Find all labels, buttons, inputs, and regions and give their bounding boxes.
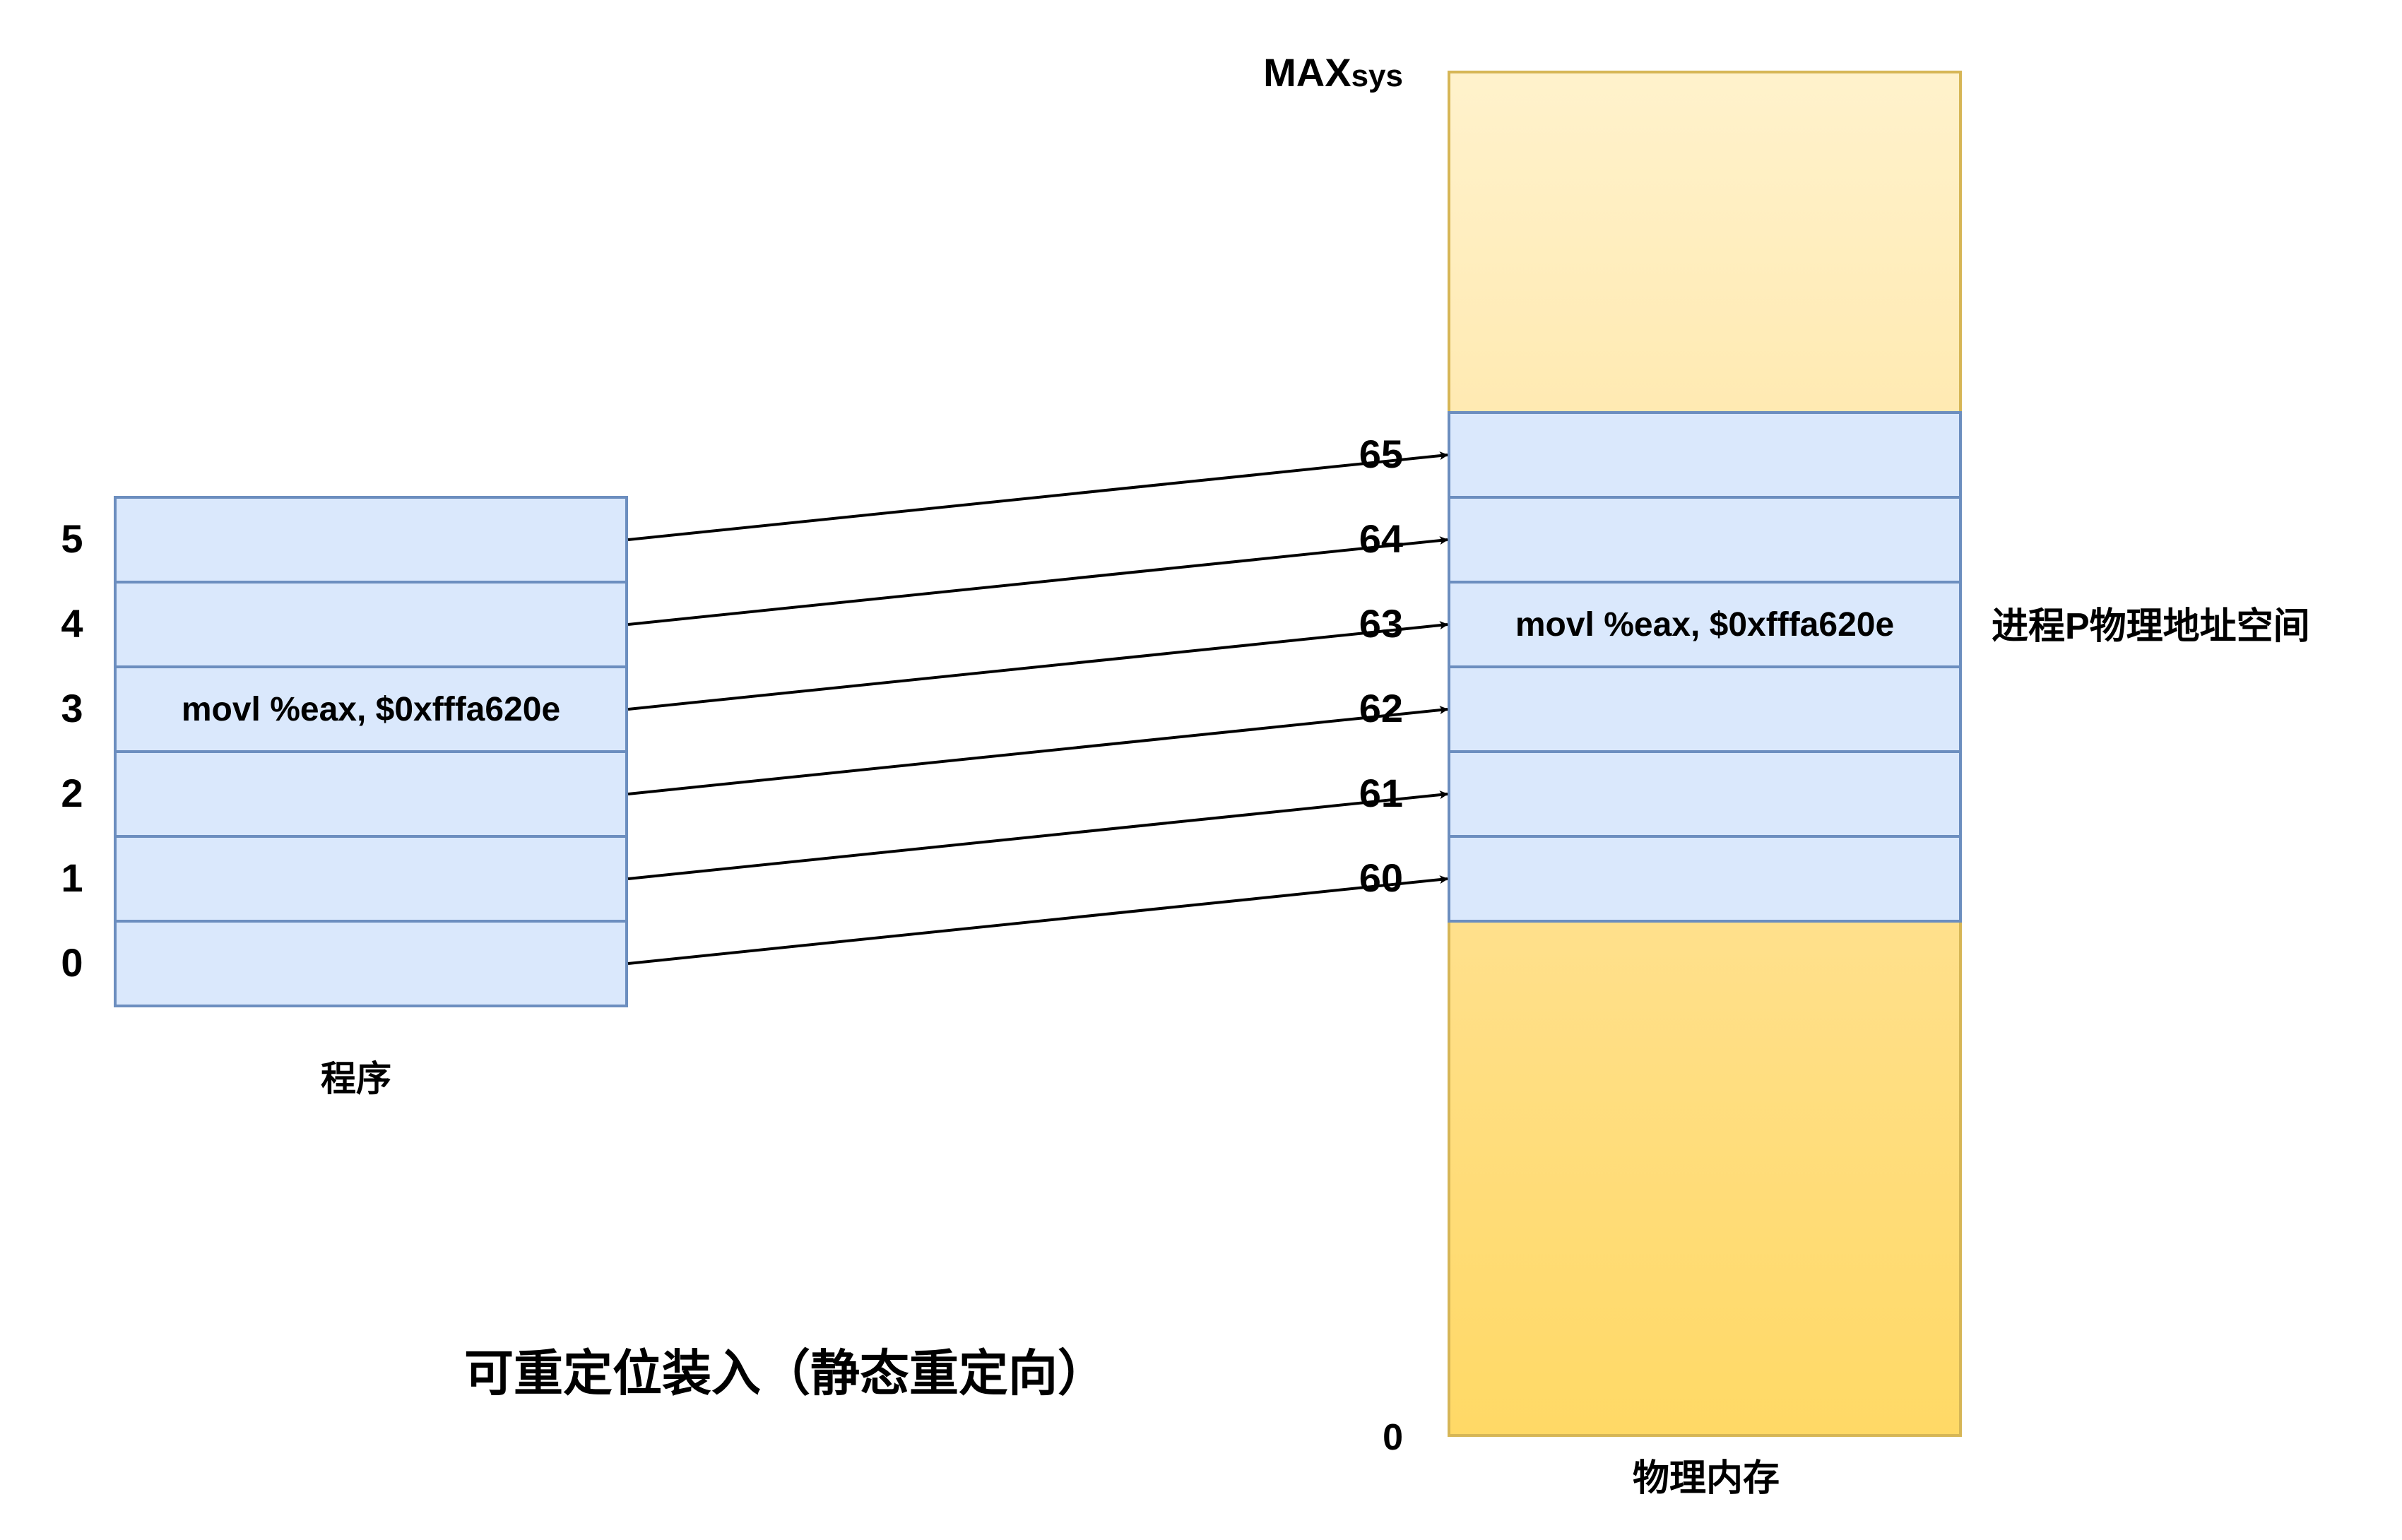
diagram-title: 可重定位装入（静态重定向） <box>464 1346 1107 1401</box>
program-cell <box>114 750 628 838</box>
program-row-index: 5 <box>61 516 83 561</box>
mapping-arrow <box>627 706 1448 795</box>
memory-upper-free-region <box>1448 71 1962 414</box>
process-region-label: 进程P物理地址空间 <box>1992 606 2310 647</box>
memory-caption: 物理内存 <box>1633 1458 1780 1499</box>
mapping-arrow <box>627 875 1448 965</box>
program-block: 0 1 2 3 movl %eax, $0xfffa620e 4 5 <box>61 496 628 1007</box>
memory-address-label: 62 <box>1359 686 1403 730</box>
mapping-arrows <box>627 451 1448 965</box>
memory-cell <box>1448 750 1962 838</box>
program-row-index: 3 <box>61 686 83 730</box>
program-cell <box>114 835 628 923</box>
program-cell <box>114 665 628 753</box>
program-row-index: 0 <box>61 940 83 985</box>
memory-address-label: 61 <box>1359 771 1403 815</box>
mapping-arrow <box>627 790 1448 880</box>
memory-address-label: 60 <box>1359 855 1403 900</box>
memory-address-label: 63 <box>1359 601 1403 646</box>
memory-address-label: 65 <box>1359 432 1403 476</box>
mapping-arrow <box>627 536 1448 626</box>
memory-lower-free-region <box>1448 920 1962 1437</box>
memory-cell <box>1448 496 1962 584</box>
program-cell <box>114 920 628 1007</box>
memory-cell <box>1448 665 1962 753</box>
program-row-index: 2 <box>61 771 83 815</box>
memory-address-label: 64 <box>1359 516 1403 561</box>
process-memory-block: 60 61 62 63 movl %eax, $0xfffa620e 64 65 <box>1359 411 1962 923</box>
memory-cell <box>1448 411 1962 499</box>
program-cell-text: movl %eax, $0xfffa620e <box>182 691 560 728</box>
memory-cell <box>1448 835 1962 923</box>
max-sys-label: MAXsys <box>1263 50 1403 95</box>
mapping-arrow <box>627 621 1448 711</box>
program-row-index: 1 <box>61 855 83 900</box>
memory-cell-text: movl %eax, $0xfffa620e <box>1515 606 1894 644</box>
memory-zero-label: 0 <box>1383 1417 1403 1458</box>
mapping-arrow <box>627 451 1448 541</box>
program-row-index: 4 <box>61 601 83 646</box>
memory-cell <box>1448 581 1962 668</box>
program-caption: 程序 <box>321 1059 391 1098</box>
program-cell <box>114 581 628 668</box>
program-cell <box>114 496 628 584</box>
